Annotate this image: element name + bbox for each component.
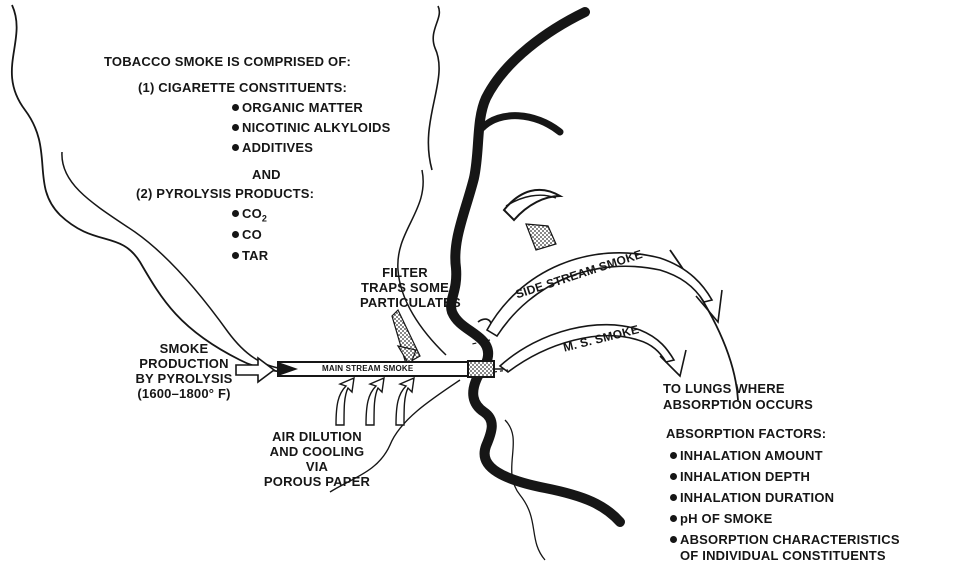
bullet-icon bbox=[670, 452, 677, 459]
bullet-icon bbox=[670, 473, 677, 480]
bullet-icon bbox=[670, 515, 677, 522]
air-arrow-3 bbox=[396, 378, 414, 425]
eye bbox=[504, 190, 560, 220]
group2-item-tar: TAR bbox=[232, 249, 268, 262]
group2-item-co2: CO2 bbox=[232, 207, 267, 224]
absorption-heading: ABSORPTION FACTORS: bbox=[666, 427, 826, 440]
absorption-item-continuation: OF INDIVIDUAL CONSTITUENTS bbox=[680, 549, 886, 562]
lungs-note: TO LUNGS WHERE ABSORPTION OCCURS bbox=[663, 381, 813, 413]
bullet-icon bbox=[232, 144, 239, 151]
group1-label: (1) CIGARETTE CONSTITUENTS: bbox=[138, 81, 347, 94]
bullet-icon bbox=[670, 536, 677, 543]
bullet-icon bbox=[232, 124, 239, 131]
cigarette-label: MAIN STREAM SMOKE bbox=[322, 365, 413, 373]
air-arrow-1 bbox=[336, 378, 354, 425]
absorption-item: INHALATION DEPTH bbox=[670, 470, 810, 483]
cheek-shade bbox=[526, 224, 556, 250]
absorption-item: ABSORPTION CHARACTERISTICS bbox=[670, 533, 900, 546]
filter-note: FILTER TRAPS SOME PARTICULATES bbox=[360, 265, 450, 310]
composition-heading: TOBACCO SMOKE IS COMPRISED OF: bbox=[104, 55, 351, 68]
bullet-icon bbox=[232, 104, 239, 111]
group2-item-co: CO bbox=[232, 228, 262, 241]
absorption-item: INHALATION AMOUNT bbox=[670, 449, 823, 462]
bullet-icon bbox=[232, 210, 239, 217]
group2-label: (2) PYROLYSIS PRODUCTS: bbox=[136, 187, 314, 200]
brow-line bbox=[482, 116, 560, 132]
bullet-icon bbox=[232, 252, 239, 259]
group1-item: NICOTINIC ALKYLOIDS bbox=[232, 121, 390, 134]
air-arrow-2 bbox=[366, 378, 384, 425]
connector-and: AND bbox=[252, 168, 281, 181]
absorption-item: INHALATION DURATION bbox=[670, 491, 834, 504]
cigarette-filter bbox=[468, 361, 494, 377]
group1-item: ORGANIC MATTER bbox=[232, 101, 363, 114]
group1-item: ADDITIVES bbox=[232, 141, 313, 154]
smoke-production-note: SMOKE PRODUCTION BY PYROLYSIS (1600–1800… bbox=[132, 341, 236, 401]
air-dilution-note: AIR DILUTION AND COOLING VIA POROUS PAPE… bbox=[263, 429, 371, 489]
absorption-item: pH OF SMOKE bbox=[670, 512, 772, 525]
bullet-icon bbox=[670, 494, 677, 501]
smoke-wisp-top bbox=[428, 6, 439, 170]
bullet-icon bbox=[232, 231, 239, 238]
